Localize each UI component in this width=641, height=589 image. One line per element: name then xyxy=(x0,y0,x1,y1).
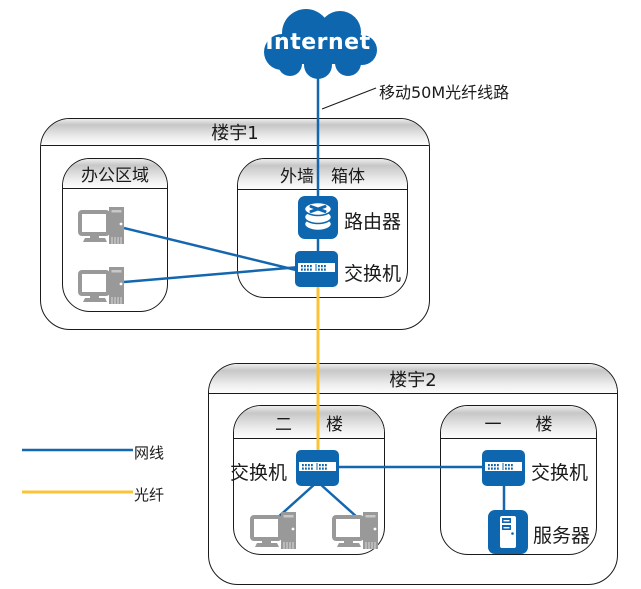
floor1-title: 一 楼 xyxy=(484,414,553,435)
server-icon xyxy=(488,510,528,558)
router-label: 路由器 xyxy=(344,211,402,233)
legend-ethernet-label: 网线 xyxy=(134,444,165,462)
floor2-header: 二 楼 xyxy=(234,406,384,439)
building2-header: 楼宇2 xyxy=(209,364,617,394)
legend-fiber-label: 光纤 xyxy=(134,486,165,504)
office-area-title: 办公区域 xyxy=(81,166,149,186)
building1-title: 楼宇1 xyxy=(211,123,259,144)
annotation-pointer-line xyxy=(321,87,377,110)
wan-annotation-label: 移动50M光纤线路 xyxy=(379,83,510,102)
office-area-header: 办公区域 xyxy=(63,159,167,189)
internet-cloud-icon xyxy=(256,6,380,80)
server-label: 服务器 xyxy=(533,525,591,547)
floor2-switch-label: 交换机 xyxy=(230,462,288,484)
pc-icon-4 xyxy=(332,510,384,559)
building1-switch-label: 交换机 xyxy=(344,263,402,285)
building1-header: 楼宇1 xyxy=(41,119,429,146)
floor1-switch-icon xyxy=(482,450,525,490)
internet-label: Internet xyxy=(265,30,371,55)
router-icon xyxy=(298,196,338,243)
pc-icon-3 xyxy=(250,510,302,559)
floor2-title: 二 楼 xyxy=(275,414,343,435)
pc-icon-2 xyxy=(78,265,130,314)
floor1-switch-label: 交换机 xyxy=(531,462,589,484)
building2-title: 楼宇2 xyxy=(389,369,437,391)
wall-box-header: 外墙 箱体 xyxy=(238,159,407,190)
floor2-switch-icon xyxy=(296,450,339,490)
wall-box-title: 外墙 箱体 xyxy=(280,166,365,187)
building1-switch-icon xyxy=(295,251,338,291)
floor1-header: 一 楼 xyxy=(441,406,596,439)
pc-icon-1 xyxy=(78,205,130,254)
